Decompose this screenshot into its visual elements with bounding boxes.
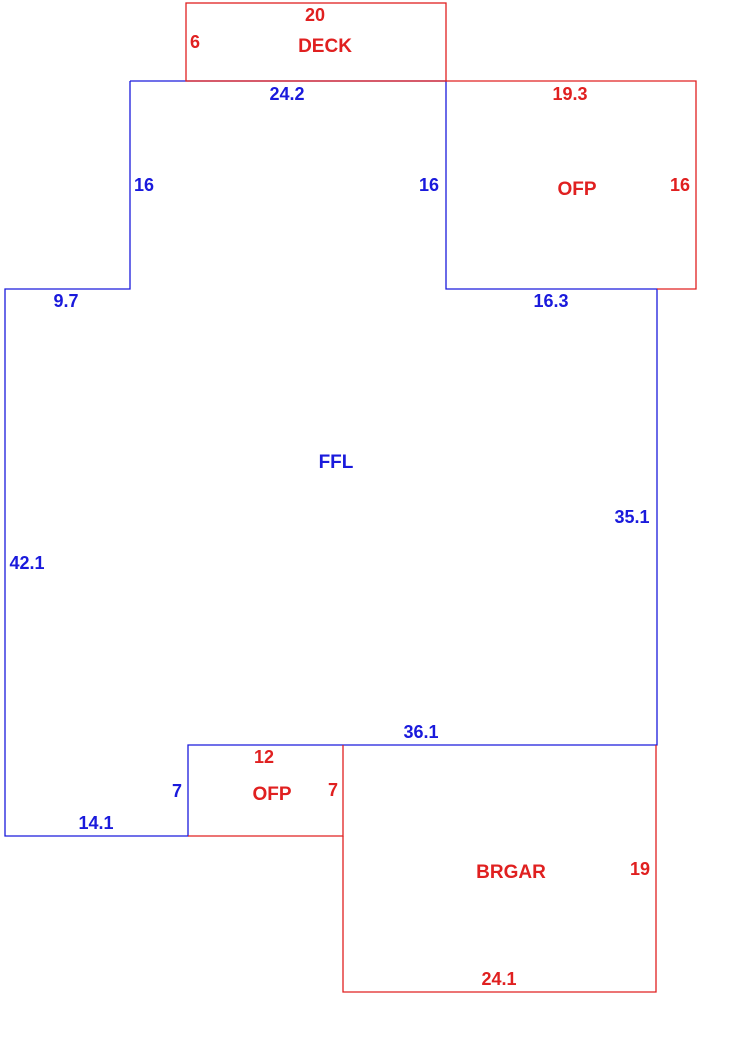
ofp-upper-top-dimension: 19.3 [552,84,587,104]
ffl-left-dimension: 42.1 [9,553,44,573]
additions-outline [185,2,697,993]
ofp-lower-label: OFP [252,784,291,805]
ffl-top-dimension: 24.2 [269,84,304,104]
deck-side-dimension: 6 [190,32,200,52]
ofp-lower-right-dimension: 7 [328,780,338,800]
ffl-step-right-dimension: 16.3 [533,291,568,311]
deck-label: DECK [298,36,352,57]
ffl-right-dimension: 35.1 [614,507,649,527]
ffl-left-upper-dimension: 16 [134,175,154,195]
ofp-upper-outline [446,80,697,290]
garage-outline [342,745,657,993]
ffl-label: FFL [319,452,354,473]
deck-top-dimension: 20 [305,5,325,25]
ffl-step-left-dimension: 9.7 [53,291,78,311]
garage-right-dimension: 19 [630,859,650,879]
ffl-bottom-mid-dimension: 36.1 [403,722,438,742]
ffl-outline [4,80,658,837]
ffl-bottom-left-dimension: 14.1 [78,813,113,833]
garage-label: BRGAR [476,862,546,883]
deck-outline [185,2,447,82]
ffl-right-upper-dimension: 16 [419,175,439,195]
ofp-upper-label: OFP [557,179,596,200]
ffl-notch-dimension: 7 [172,781,182,801]
garage-bottom-dimension: 24.1 [481,969,516,989]
ofp-upper-right-dimension: 16 [670,175,690,195]
ofp-lower-top-dimension: 12 [254,747,274,767]
